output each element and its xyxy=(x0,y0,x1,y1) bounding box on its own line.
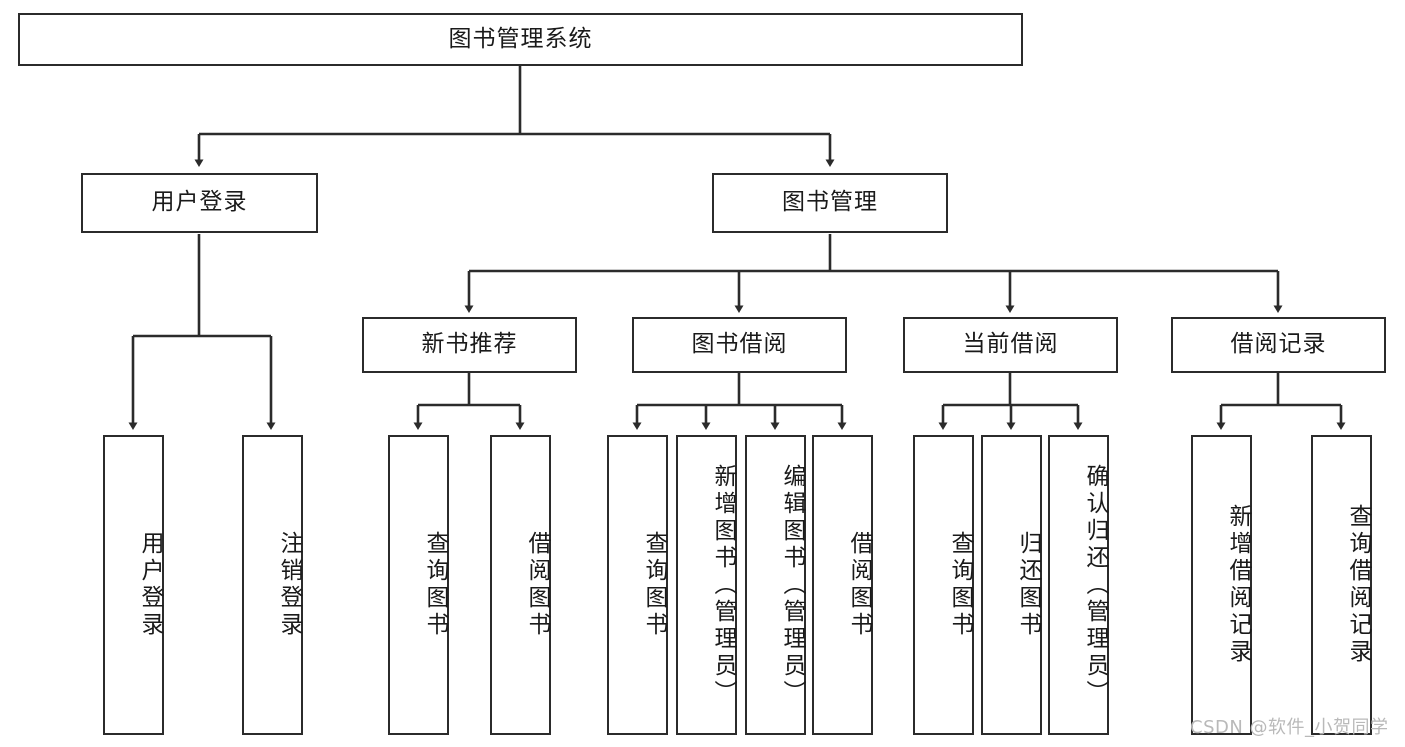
leaf-user-login[interactable]: 用户登录 xyxy=(103,435,164,735)
node-root-system[interactable]: 图书管理系统 xyxy=(18,13,1023,66)
node-new-book-recommend[interactable]: 新书推荐 xyxy=(362,317,577,373)
node-label: 借阅记录 xyxy=(1230,331,1327,358)
leaf-borrow-edit-book-admin[interactable]: 编辑图书（管理员） xyxy=(745,435,806,735)
leaf-newbook-borrow-book[interactable]: 借阅图书 xyxy=(490,435,551,735)
node-label: 查询图书 xyxy=(422,531,448,639)
leaf-borrow-query-book[interactable]: 查询图书 xyxy=(607,435,668,735)
node-label: 查询借阅记录 xyxy=(1345,504,1371,666)
node-label: 归还图书 xyxy=(1015,531,1041,639)
node-label: 当前借阅 xyxy=(962,331,1059,358)
node-user-login[interactable]: 用户登录 xyxy=(81,173,318,233)
node-label: 新增借阅记录 xyxy=(1225,504,1251,666)
node-label: 图书借阅 xyxy=(691,331,788,358)
node-label: 新书推荐 xyxy=(421,331,518,358)
node-label: 编辑图书（管理员） xyxy=(779,463,805,707)
leaf-record-query-record[interactable]: 查询借阅记录 xyxy=(1311,435,1372,735)
leaf-record-add-record[interactable]: 新增借阅记录 xyxy=(1191,435,1252,735)
node-label: 注销登录 xyxy=(276,531,302,639)
node-label: 借阅图书 xyxy=(846,531,872,639)
watermark-text: CSDN @软件_小贺同学 xyxy=(1190,717,1389,738)
node-book-borrow[interactable]: 图书借阅 xyxy=(632,317,847,373)
leaf-borrow-add-book-admin[interactable]: 新增图书（管理员） xyxy=(676,435,737,735)
leaf-current-confirm-return-admin[interactable]: 确认归还（管理员） xyxy=(1048,435,1109,735)
leaf-borrow-borrow-book[interactable]: 借阅图书 xyxy=(812,435,873,735)
node-label: 借阅图书 xyxy=(524,531,550,639)
node-label: 新增图书（管理员） xyxy=(710,463,736,707)
node-borrow-record[interactable]: 借阅记录 xyxy=(1171,317,1386,373)
node-book-management[interactable]: 图书管理 xyxy=(712,173,948,233)
leaf-current-return-book[interactable]: 归还图书 xyxy=(981,435,1042,735)
node-current-borrow[interactable]: 当前借阅 xyxy=(903,317,1118,373)
leaf-current-query-book[interactable]: 查询图书 xyxy=(913,435,974,735)
node-label: 查询图书 xyxy=(947,531,973,639)
leaf-logout[interactable]: 注销登录 xyxy=(242,435,303,735)
node-label: 图书管理 xyxy=(782,189,878,216)
node-label: 用户登录 xyxy=(137,531,163,639)
leaf-newbook-query-book[interactable]: 查询图书 xyxy=(388,435,449,735)
node-label: 图书管理系统 xyxy=(448,25,593,52)
node-label: 查询图书 xyxy=(641,531,667,639)
node-label: 用户登录 xyxy=(151,189,248,216)
node-label: 确认归还（管理员） xyxy=(1082,463,1108,707)
